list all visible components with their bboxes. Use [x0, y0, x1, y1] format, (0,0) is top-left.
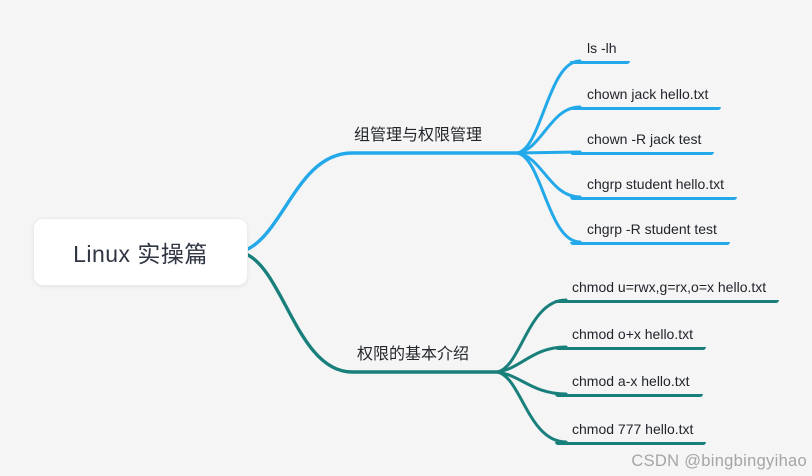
csdn-watermark: CSDN @bingbingyihao: [631, 452, 807, 470]
branch-topic-group-permission-management[interactable]: 组管理与权限管理: [354, 127, 483, 144]
leaf-topic[interactable]: chgrp -R student test: [570, 220, 730, 245]
root-topic[interactable]: Linux 实操篇: [33, 218, 248, 286]
branch-topic-permission-basics[interactable]: 权限的基本介绍: [357, 346, 470, 363]
leaf-line: [515, 150, 582, 155]
branch-line-bottom: [244, 252, 499, 374]
leaf-topic[interactable]: chmod o+x hello.txt: [555, 325, 707, 350]
leaf-topic[interactable]: chown jack hello.txt: [570, 85, 722, 110]
leaf-topic[interactable]: chown -R jack test: [570, 130, 715, 155]
leaf-line: [495, 345, 568, 374]
branch-line-top: [244, 151, 519, 252]
leaf-topic[interactable]: ls -lh: [570, 39, 630, 64]
leaf-topic[interactable]: chmod u=rwx,g=rx,o=x hello.txt: [555, 278, 780, 303]
leaf-topic[interactable]: chmod a-x hello.txt: [555, 372, 703, 397]
leaf-line: [495, 370, 568, 444]
leaf-line: [495, 298, 568, 374]
leaf-topic[interactable]: chgrp student hello.txt: [570, 175, 737, 200]
leaf-topic[interactable]: chmod 777 hello.txt: [555, 420, 707, 445]
leaf-line: [515, 59, 582, 155]
leaf-line: [515, 151, 582, 244]
